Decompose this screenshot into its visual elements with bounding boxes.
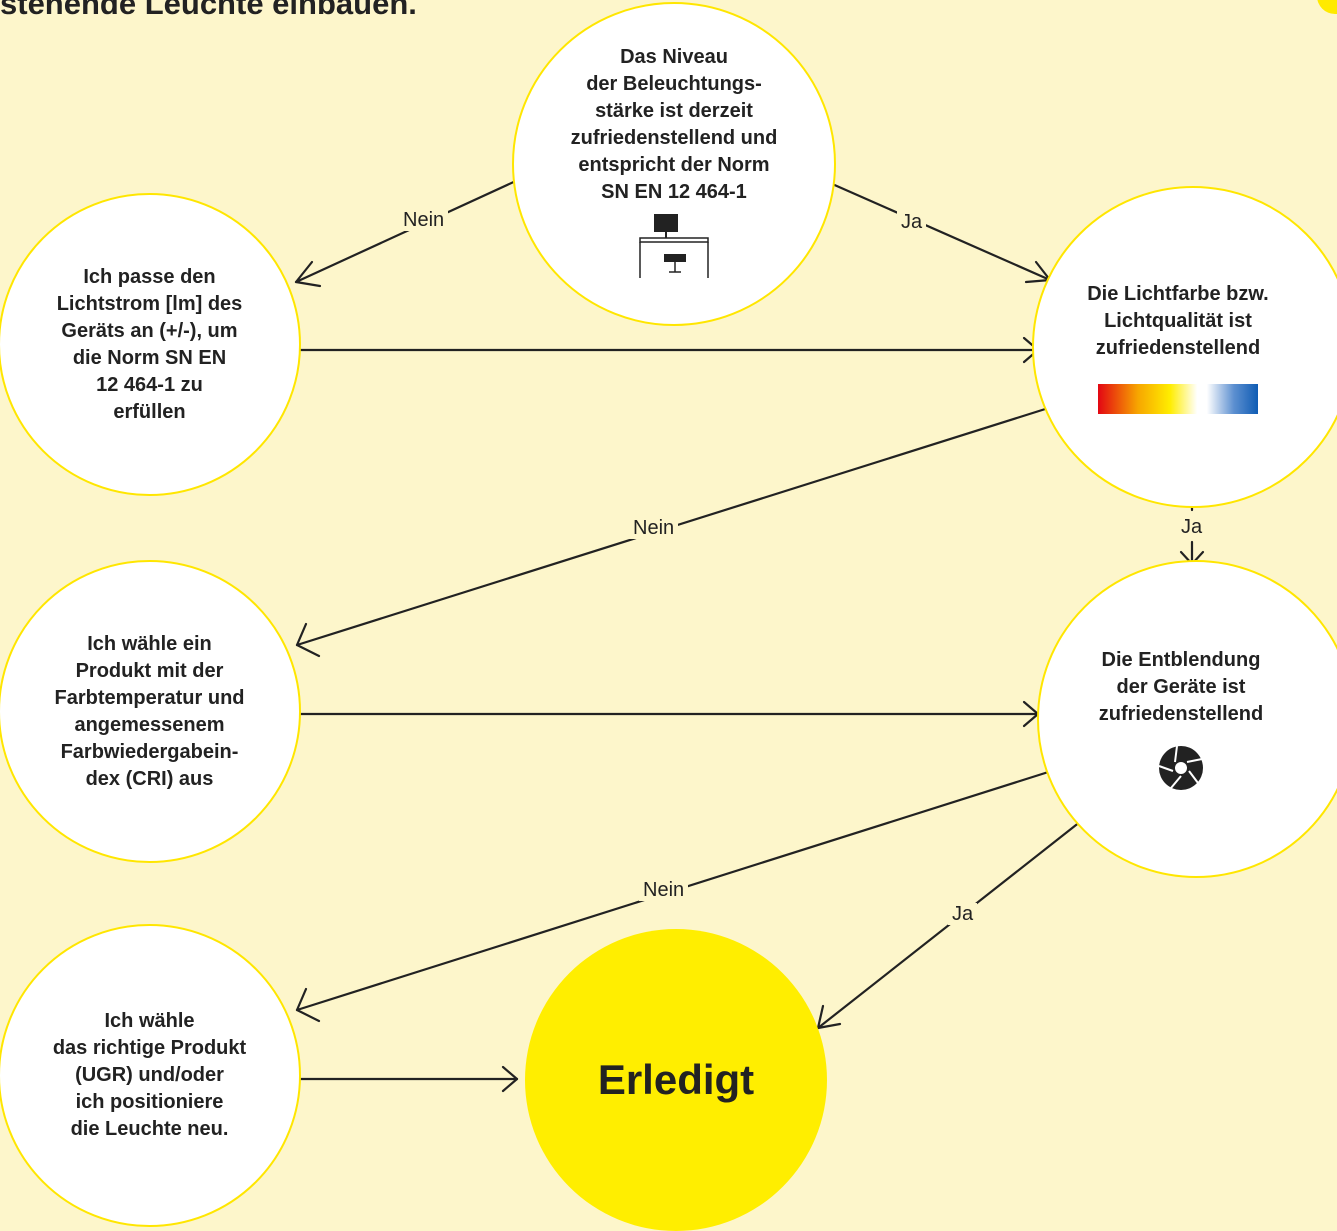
- label-yes-2: Ja: [1177, 516, 1207, 538]
- node-done: Erledigt: [525, 929, 827, 1231]
- label-yes-1: Ja: [897, 211, 927, 233]
- node-glare-text: Die Entblendung der Geräte ist zufrieden…: [1098, 648, 1264, 725]
- label-no-2: Nein: [629, 517, 679, 539]
- desk-lamp-icon: [639, 214, 709, 278]
- page-heading: stehende Leuchte einbauen.: [0, 0, 417, 21]
- node-choose-temperature-text: Ich wähle ein Produkt mit der Farbtemper…: [54, 632, 245, 790]
- node-light-quality-text: Die Lichtfarbe bzw. Lichtqualität ist zu…: [1087, 282, 1269, 359]
- node-choose-ugr: Ich wähle das richtige Produkt (UGR) und…: [0, 924, 301, 1227]
- node-illuminance-text: Das Niveau der Beleuchtungs- stärke ist …: [570, 46, 778, 203]
- arrow-top-yes: [828, 181, 1052, 282]
- arrow-top-no-head: [294, 260, 322, 288]
- aperture-icon: [1158, 745, 1203, 790]
- label-no-1: Nein: [399, 209, 449, 231]
- node-illuminance-level: Das Niveau der Beleuchtungs- stärke ist …: [512, 2, 836, 326]
- node-glare: Die Entblendung der Geräte ist zufrieden…: [1037, 560, 1337, 878]
- label-no-3: Nein: [639, 879, 689, 901]
- node-choose-temperature: Ich wähle ein Produkt mit der Farbtemper…: [0, 560, 301, 863]
- node-choose-ugr-text: Ich wähle das richtige Produkt (UGR) und…: [52, 1010, 247, 1140]
- label-yes-3: Ja: [948, 903, 978, 925]
- color-spectrum-gradient: [1098, 383, 1258, 414]
- node-adjust-flux: Ich passe den Lichtstrom [lm] des Geräts…: [0, 193, 301, 496]
- node-light-quality: Die Lichtfarbe bzw. Lichtqualität ist zu…: [1032, 186, 1337, 508]
- arrow-top-no: [294, 178, 520, 284]
- node-adjust-flux-text: Ich passe den Lichtstrom [lm] des Geräts…: [56, 265, 243, 423]
- node-done-text: Erledigt: [597, 1056, 755, 1103]
